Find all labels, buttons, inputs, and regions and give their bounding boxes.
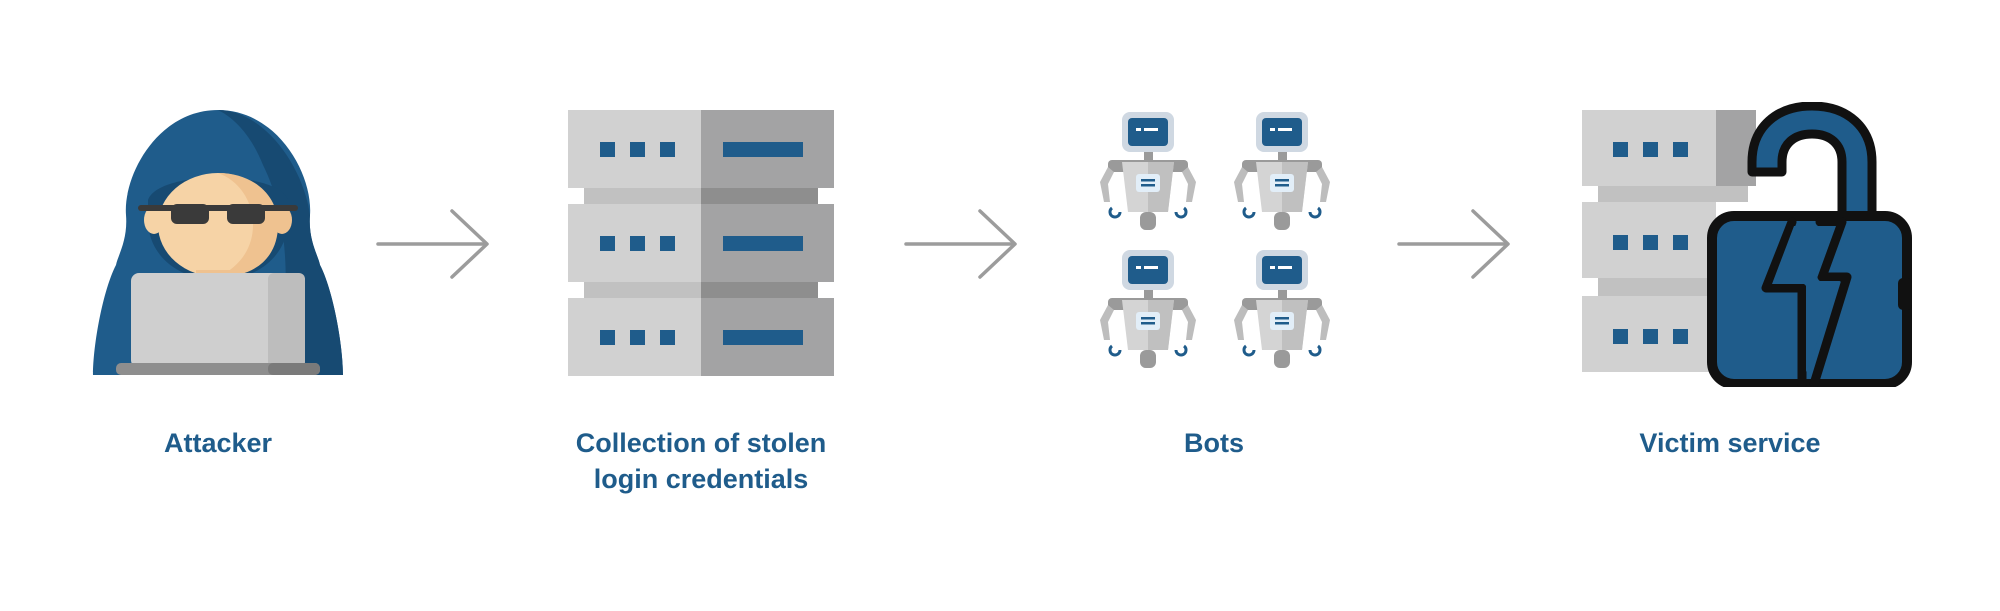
bots-node: Bots bbox=[1086, 110, 1342, 458]
bots-label: Bots bbox=[1086, 425, 1342, 461]
victim-node: Victim service bbox=[1582, 102, 1912, 458]
right-arrow-icon bbox=[904, 209, 1017, 279]
unlocked-padlock-icon bbox=[1707, 102, 1912, 387]
right-arrow-icon bbox=[1397, 209, 1510, 279]
victim-label: Victim service bbox=[1585, 425, 1875, 461]
server-rack-icon bbox=[568, 110, 834, 376]
hooded-hacker-icon bbox=[93, 110, 343, 375]
credentials-label: Collection of stolen login credentials bbox=[541, 425, 861, 497]
bots-label-line-1: Bots bbox=[1184, 428, 1244, 458]
robots-group-icon bbox=[1098, 110, 1332, 370]
server-rack-icon bbox=[1582, 110, 1756, 372]
attacker-label-line-1: Attacker bbox=[163, 428, 273, 458]
victim-label-line-1: Victim service bbox=[1639, 428, 1821, 458]
attacker-label: Attacker bbox=[88, 425, 348, 461]
right-arrow-icon bbox=[376, 209, 489, 279]
arrow-attacker-to-credentials bbox=[376, 208, 492, 280]
credentials-node: Collection of stolen login credentials bbox=[568, 110, 834, 494]
server-unlocked-padlock-icon bbox=[1582, 102, 1912, 387]
credentials-label-line-2: login credentials bbox=[593, 464, 809, 494]
credentials-label-line-1: Collection of stolen bbox=[575, 428, 827, 458]
arrow-bots-to-victim bbox=[1397, 208, 1513, 280]
arrow-credentials-to-bots bbox=[904, 208, 1020, 280]
attacker-node: Attacker bbox=[88, 105, 348, 458]
